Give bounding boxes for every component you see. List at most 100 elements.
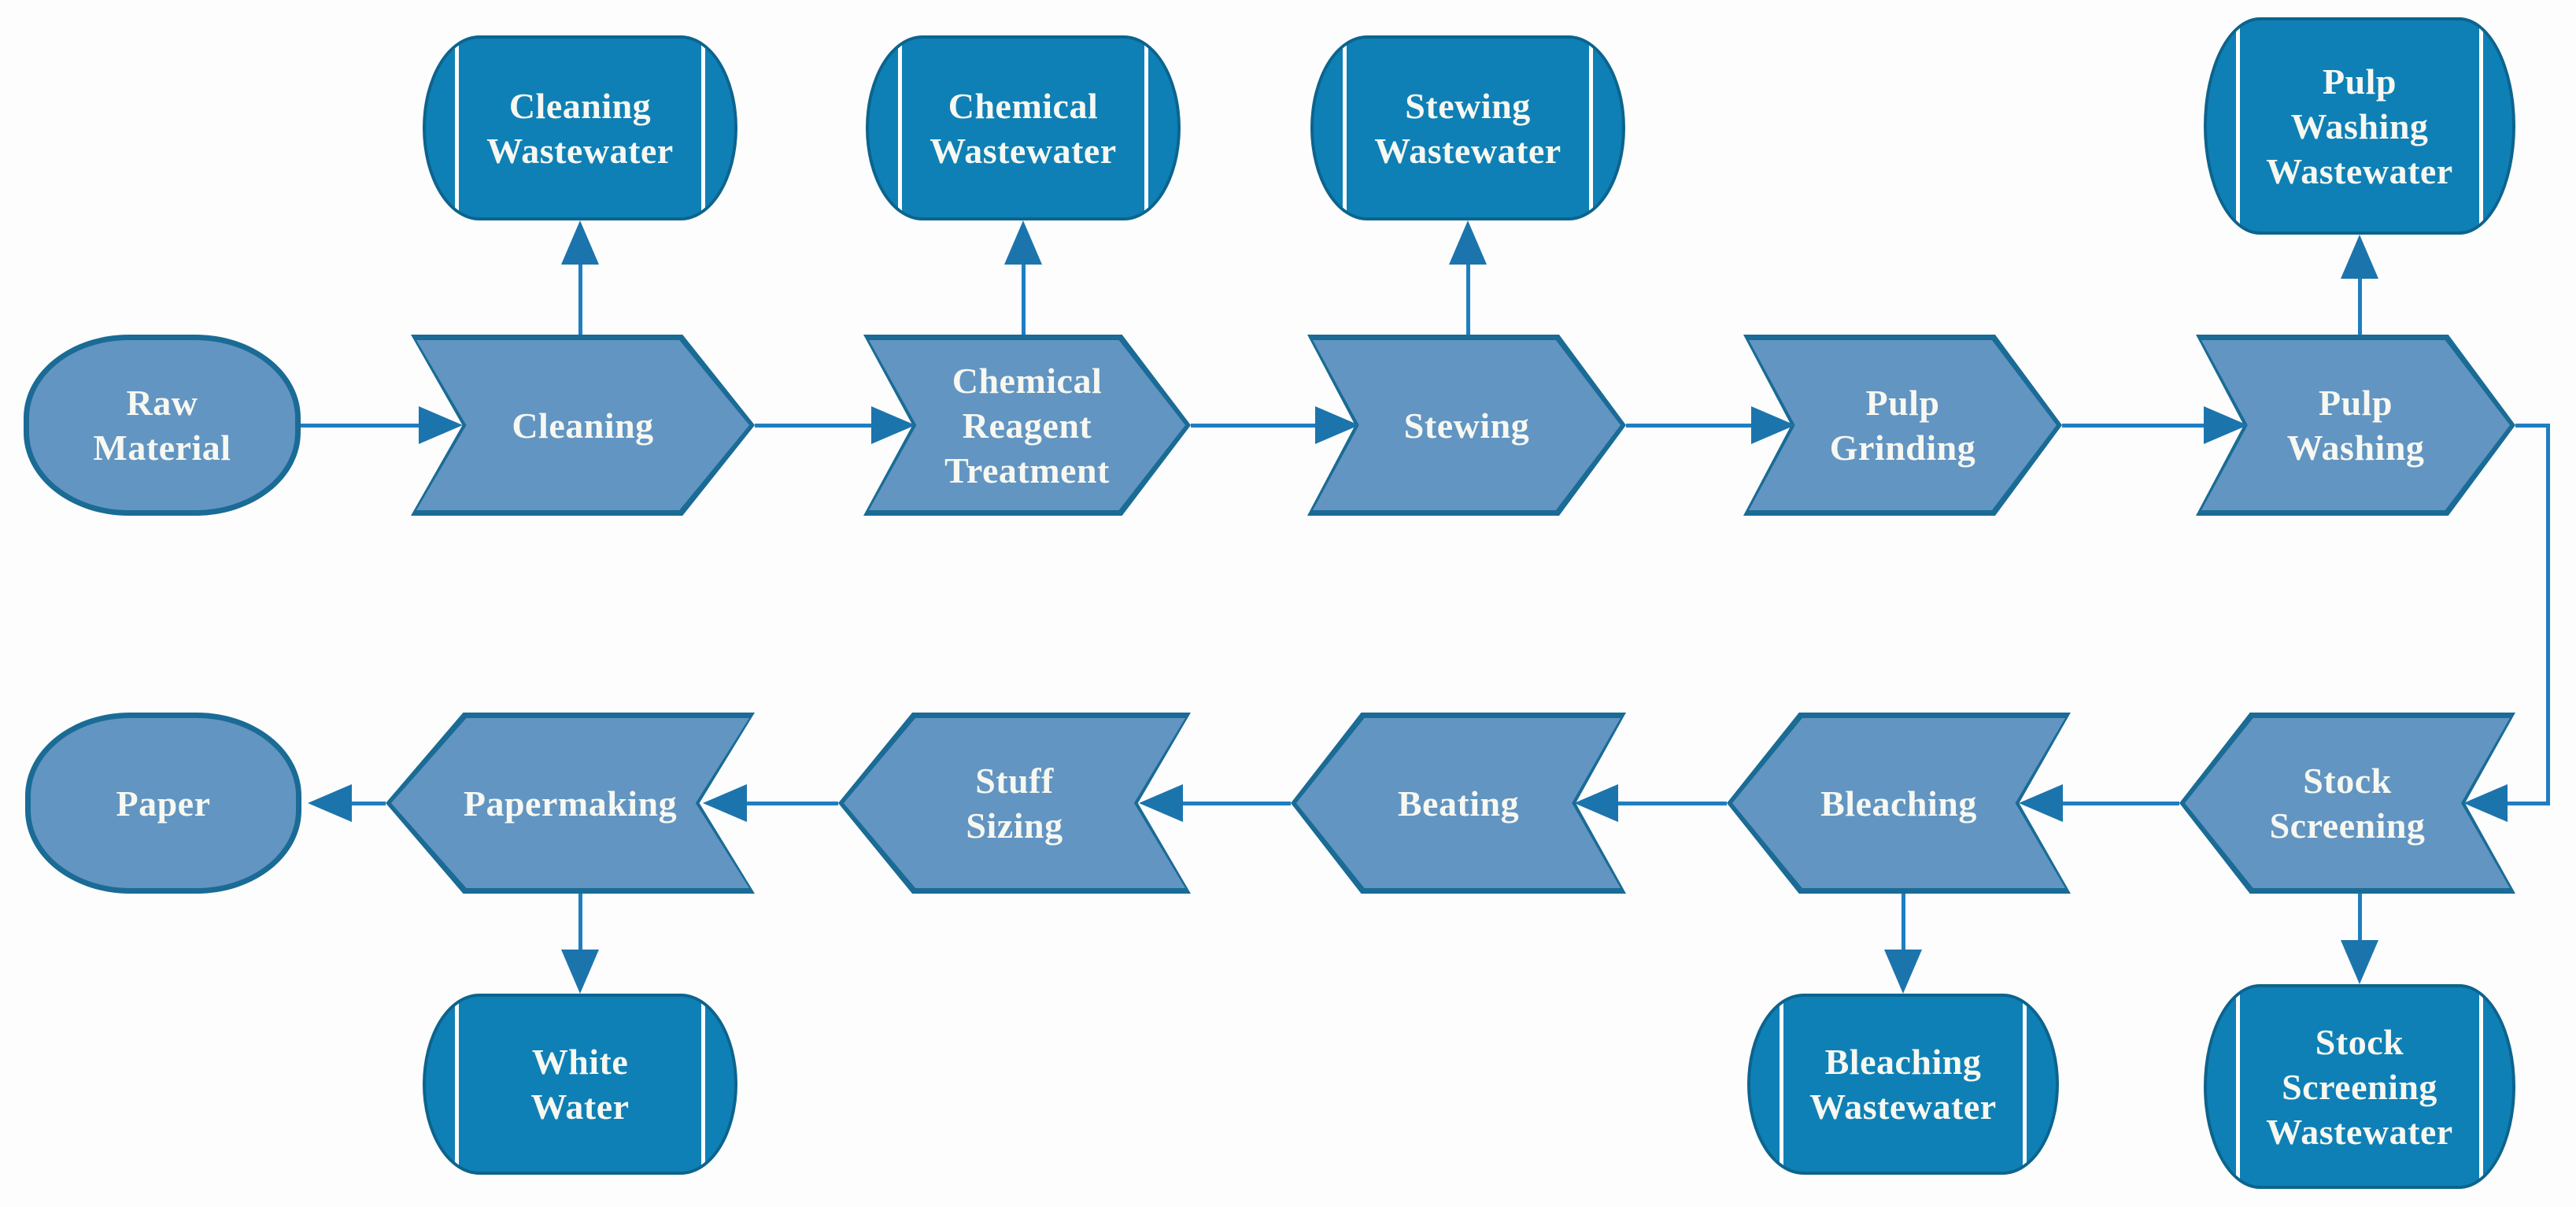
chevron-fill [1749, 340, 2057, 510]
label-line: Chemical [952, 360, 1103, 401]
arrowhead-stock-screening-to-bleaching [2019, 784, 2063, 822]
storage-divider-right [2479, 20, 2484, 231]
label-line: Cleaning [512, 405, 654, 446]
label-line: Reagent [962, 405, 1092, 446]
flow-line-cleaning-to-chemical-reagent-treatment [755, 423, 876, 428]
arrowhead-pulp-washing-to-stock-screening [2463, 784, 2508, 822]
chevron-outline [838, 713, 1191, 894]
chevron-fill [844, 718, 1185, 888]
label-line: Grinding [1829, 428, 1976, 468]
label-line: Raw [126, 383, 198, 423]
label-line: White [531, 1042, 629, 1082]
arrowhead-chemical-reagent-treatment-to-stewing [1315, 406, 1359, 444]
flow-line-pulp-washing-to-stock-screening-seg3 [2503, 801, 2550, 805]
process-beating: Beating [1291, 713, 1626, 894]
chevron-fill [2185, 718, 2510, 888]
arrowhead-pulp-washing-to-pulp-washing-wastewater [2341, 235, 2378, 279]
storage-divider-left [2235, 987, 2240, 1186]
label-line: Wastewater [2266, 1111, 2453, 1152]
flow-line-bleaching-to-bleaching-wastewater [1901, 894, 1905, 954]
chevron-fill [1296, 718, 1621, 888]
label-line: Treatment [944, 450, 1110, 491]
chevron-outline [1743, 335, 2062, 516]
process-cleaning: Cleaning [411, 335, 755, 516]
label-line: Pulp [2322, 61, 2397, 102]
flow-line-pulp-washing-to-stock-screening-seg2 [2546, 423, 2550, 805]
flow-line-beating-to-stuff-sizing [1178, 801, 1291, 805]
storage-cylinder-shape [2204, 984, 2515, 1189]
label-line: Water [530, 1087, 630, 1127]
flow-line-papermaking-to-white-water [578, 894, 582, 954]
arrowhead-cleaning-to-chemical-reagent-treatment [871, 406, 915, 444]
flow-line-chemical-reagent-treatment-to-stewing [1191, 423, 1320, 428]
label-line: Stewing [1405, 85, 1531, 126]
flow-line-raw-material-to-cleaning [301, 423, 423, 428]
label-line: Beating [1397, 783, 1520, 824]
label-line: Stewing [1403, 405, 1530, 446]
terminator-shape [24, 335, 301, 516]
flow-line-stuff-sizing-to-papermaking [742, 801, 838, 805]
arrowhead-cleaning-to-cleaning-wastewater [561, 220, 599, 265]
storage-divider-left [455, 997, 460, 1172]
flow-line-stewing-to-stewing-wastewater [1465, 260, 1470, 335]
chevron-outline [863, 335, 1191, 516]
flow-line-pulp-washing-to-pulp-washing-wastewater [2357, 274, 2362, 335]
terminator-shape [25, 713, 301, 894]
label-line: Stock [2303, 761, 2392, 801]
flow-line-stock-screening-to-bleaching [2058, 801, 2179, 805]
node-label: Paper [25, 713, 301, 894]
storage-cylinder-shape [423, 994, 737, 1175]
arrowhead-chemical-reagent-treatment-to-chemical-wastewater [1004, 220, 1042, 265]
label-line: Wastewater [2266, 150, 2453, 191]
arrowhead-pulp-grinding-to-pulp-washing [2204, 406, 2248, 444]
arrowhead-beating-to-stuff-sizing [1139, 784, 1183, 822]
label-line: Screening [2269, 805, 2426, 846]
process-stewing: Stewing [1307, 335, 1626, 516]
storage-divider-left [1779, 997, 1783, 1172]
storage-cylinder-shape [1310, 35, 1625, 220]
chevron-outline [2179, 713, 2515, 894]
node-label: Cleaning [411, 335, 755, 516]
chevron-outline [2196, 335, 2515, 516]
chevron-fill [391, 718, 749, 888]
storage-divider-left [455, 39, 460, 217]
storage-divider-right [2479, 987, 2484, 1186]
process-papermaking: Papermaking [386, 713, 755, 894]
node-label: Stewing [1307, 335, 1626, 516]
label-line: Bleaching [1824, 1042, 1982, 1082]
arrowhead-bleaching-to-bleaching-wastewater [1884, 950, 1922, 994]
storage-divider-left [1343, 39, 1347, 217]
label-line: Cleaning [508, 85, 652, 126]
flow-line-stewing-to-pulp-grinding [1626, 423, 1756, 428]
storage-cylinder-shape [1747, 994, 2059, 1175]
flow-line-papermaking-to-paper [347, 801, 386, 805]
storage-divider-left [2235, 20, 2240, 231]
label-line: Stuff [975, 761, 1054, 801]
arrowhead-raw-material-to-cleaning [419, 406, 463, 444]
label-line: Sizing [966, 805, 1063, 846]
label-line: Wastewater [930, 130, 1117, 171]
label-line: Material [93, 428, 231, 468]
chevron-fill [1313, 340, 1621, 510]
